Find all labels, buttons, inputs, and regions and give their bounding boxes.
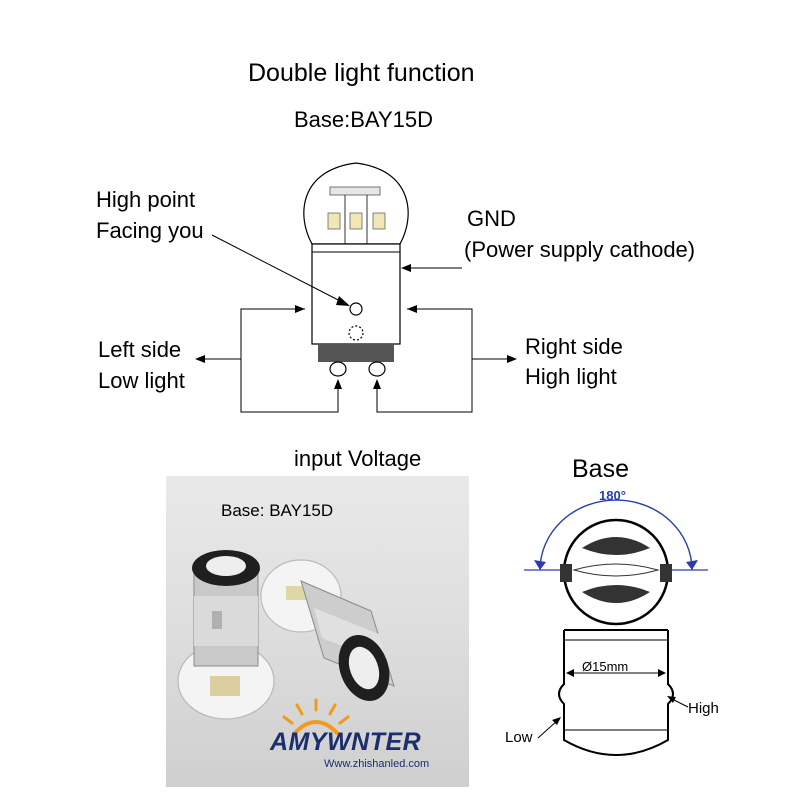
facing-you-label: Facing you	[96, 218, 204, 243]
left-wire	[240, 308, 339, 413]
high-label: High	[688, 700, 719, 717]
high-contact	[368, 361, 386, 377]
angle-label: 180°	[599, 488, 626, 503]
brand-website: Www.zhishanled.com	[324, 758, 430, 770]
high-light-label: High light	[525, 364, 617, 389]
diameter-label: Ø15mm	[582, 659, 629, 674]
hidden-pin	[348, 325, 364, 341]
high-point-label: High point	[96, 187, 196, 212]
base-title: Base	[572, 455, 629, 483]
high-point-pin	[349, 302, 363, 316]
bulb-wiring-diagram	[195, 162, 517, 413]
base-dimension-diagram	[524, 499, 708, 756]
photo-base-label: Base: BAY15D	[221, 501, 334, 520]
right-side-label: Right side	[525, 334, 623, 359]
product-photo: Base: BAY15D AMYWNTER Www.zhishanled.com	[166, 476, 469, 787]
input-voltage-label: input Voltage	[294, 446, 422, 471]
gnd-label: GND	[467, 206, 516, 231]
base-side-profile	[558, 630, 674, 756]
brand-logo-text: AMYWNTER	[270, 728, 422, 756]
base-type-label: Base:BAY15D	[294, 107, 434, 132]
low-light-label: Low light	[98, 368, 185, 393]
left-side-label: Left side	[98, 337, 182, 362]
low-contact	[329, 361, 347, 377]
bulb-glass	[303, 162, 409, 245]
led-chips	[327, 186, 386, 244]
power-cathode-label: (Power supply cathode)	[464, 237, 696, 262]
bulb-base-bottom	[318, 344, 394, 362]
right-wire	[376, 308, 473, 413]
diagram-title: Double light function	[248, 59, 475, 87]
low-label: Low	[505, 729, 533, 746]
